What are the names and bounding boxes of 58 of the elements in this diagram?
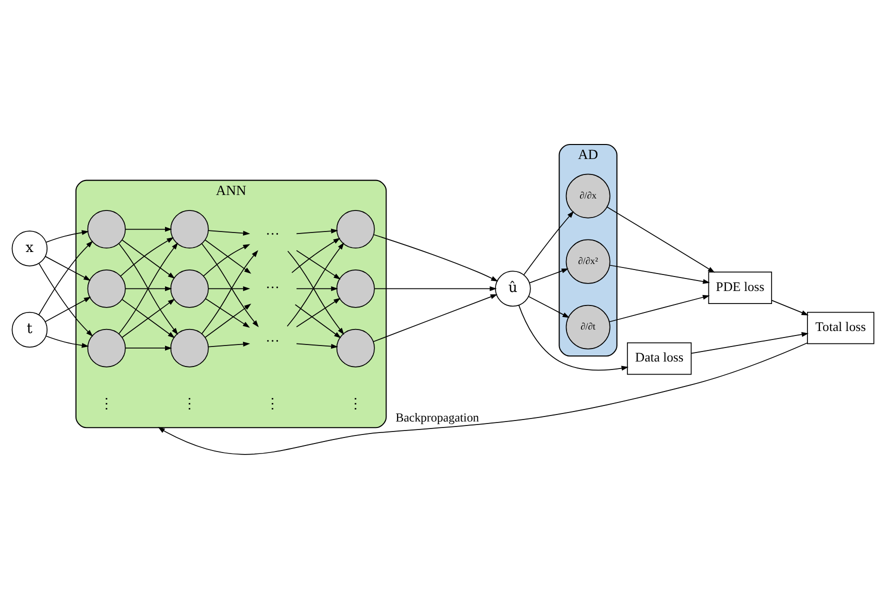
label: ⋮ [100, 397, 114, 412]
arrow [296, 298, 341, 328]
arrow [201, 243, 259, 328]
arrow [296, 228, 338, 234]
arrow [125, 346, 172, 351]
arrow [203, 244, 250, 276]
arrow [204, 304, 252, 338]
arrow [287, 250, 344, 335]
arrow [296, 343, 338, 349]
arrow [609, 264, 710, 284]
node-circle [336, 269, 375, 308]
arrow [208, 230, 250, 236]
arrow [125, 226, 172, 232]
node-circle: û [495, 270, 531, 307]
label: ⋮ [348, 397, 363, 412]
arrow [691, 332, 809, 354]
arrow [291, 238, 340, 274]
arrow [518, 304, 628, 371]
arrow [158, 342, 808, 455]
arrow [201, 250, 258, 334]
arrow [528, 296, 570, 318]
node-circle [170, 269, 209, 308]
arrow [208, 342, 250, 348]
arrow [296, 250, 341, 280]
arrow [296, 286, 338, 292]
arrow [529, 268, 569, 284]
node-circle [336, 210, 375, 248]
arrow [44, 256, 91, 281]
label: ⋮ [182, 397, 197, 412]
label: ⋮ [266, 397, 280, 412]
node-circle [170, 210, 209, 248]
node-box: Data loss [626, 342, 692, 375]
arrow [125, 286, 172, 292]
arrow [609, 294, 710, 322]
node-text: ··· [266, 281, 280, 296]
node-circle: t [12, 312, 48, 348]
arrow [374, 286, 497, 292]
node-text: ··· [266, 334, 280, 350]
arrow [771, 300, 809, 316]
node-circle: ∂/∂t [566, 304, 610, 350]
arrow [205, 298, 250, 328]
edge-label: Backpropagation [396, 410, 480, 425]
node-box: Total loss [807, 312, 874, 344]
arrow [204, 240, 252, 274]
arrow [286, 242, 344, 327]
node-circle: ∂/∂x² [566, 239, 610, 284]
node-text: ··· [266, 228, 280, 243]
arrow [38, 263, 93, 337]
arrow [38, 240, 93, 316]
arrow [46, 336, 89, 348]
arrow [46, 230, 89, 243]
arrow [523, 210, 574, 276]
arrow [44, 296, 91, 322]
arrow [294, 304, 342, 338]
node-circle [87, 269, 126, 308]
arrow [208, 286, 250, 292]
node-circle: x [12, 230, 48, 266]
node-box: PDE loss [708, 272, 772, 304]
